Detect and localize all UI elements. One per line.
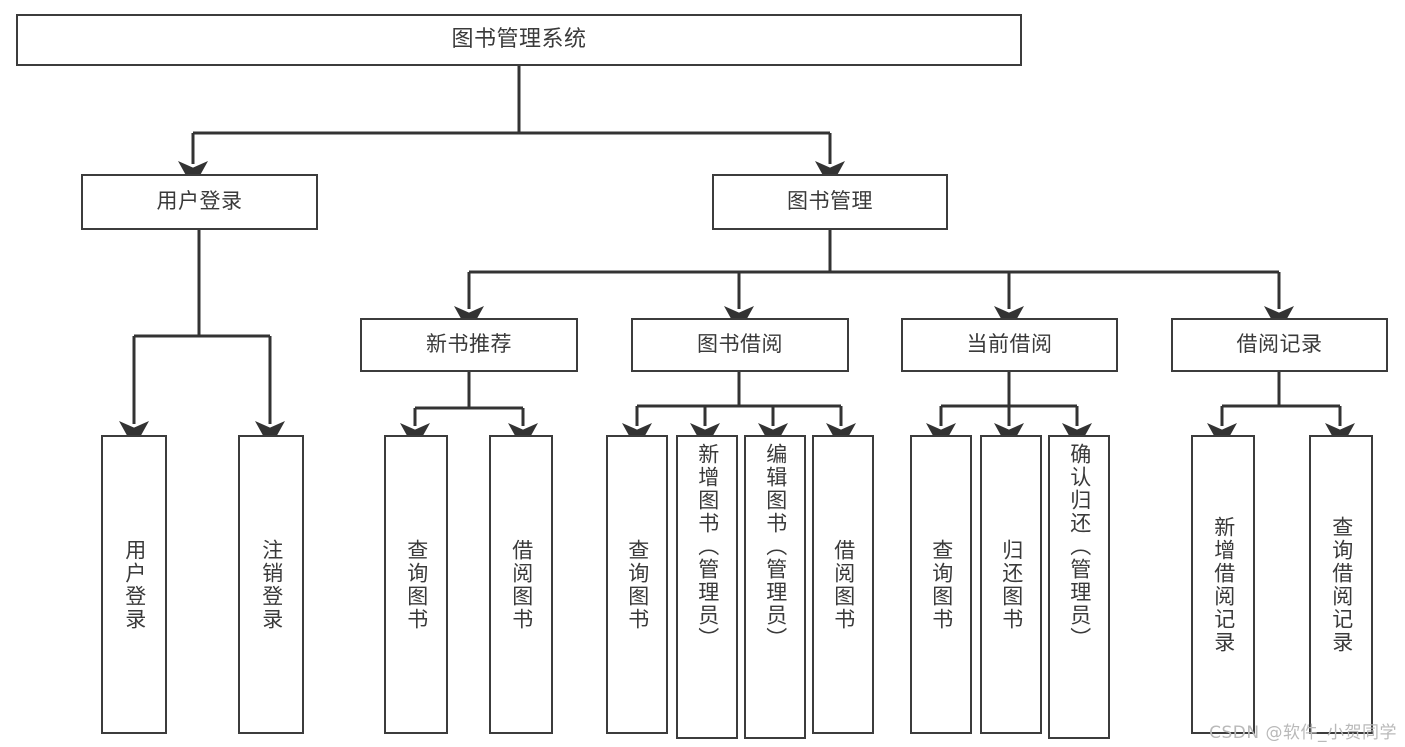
node-label: 图书管理系统 (451, 26, 587, 52)
node-label: 图书借阅 (697, 332, 783, 357)
node-label: 查询图书 (929, 538, 954, 631)
node-label: 新增图书（管理员） (695, 443, 720, 650)
node-label: 注销登录 (259, 538, 284, 631)
node-label: 确认归还（管理员） (1067, 443, 1092, 650)
leaf-return-book[interactable]: 归还图书 (980, 435, 1042, 734)
leaf-user-login[interactable]: 用户登录 (101, 435, 167, 734)
node-label: 图书管理 (787, 189, 873, 214)
node-label: 当前借阅 (966, 332, 1053, 357)
leaf-query-book-current[interactable]: 查询图书 (910, 435, 972, 734)
node-book-manage[interactable]: 图书管理 (712, 174, 948, 230)
node-label: 新书推荐 (426, 332, 512, 357)
node-borrow-record[interactable]: 借阅记录 (1171, 318, 1388, 372)
node-current-borrow[interactable]: 当前借阅 (901, 318, 1118, 372)
node-book-borrow[interactable]: 图书借阅 (631, 318, 849, 372)
leaf-logout[interactable]: 注销登录 (238, 435, 304, 734)
leaf-add-borrow-record[interactable]: 新增借阅记录 (1191, 435, 1255, 734)
node-label: 用户登录 (156, 189, 243, 214)
leaf-edit-book[interactable]: 编辑图书（管理员） (744, 435, 806, 739)
node-label: 编辑图书（管理员） (763, 443, 788, 650)
leaf-confirm-return[interactable]: 确认归还（管理员） (1048, 435, 1110, 739)
watermark-text: CSDN @软件_小贺同学 (1209, 723, 1397, 743)
node-label: 借阅记录 (1236, 332, 1323, 357)
leaf-borrow-book[interactable]: 借阅图书 (812, 435, 874, 734)
node-new-book-recommend[interactable]: 新书推荐 (360, 318, 578, 372)
leaf-borrow-book-recommend[interactable]: 借阅图书 (489, 435, 553, 734)
node-root-system[interactable]: 图书管理系统 (16, 14, 1022, 66)
node-label: 借阅图书 (831, 538, 856, 631)
node-label: 查询图书 (404, 538, 429, 631)
leaf-add-book[interactable]: 新增图书（管理员） (676, 435, 738, 739)
node-label: 借阅图书 (509, 538, 534, 631)
node-label: 查询图书 (625, 538, 650, 631)
node-label: 新增借阅记录 (1211, 515, 1236, 654)
leaf-query-book-recommend[interactable]: 查询图书 (384, 435, 448, 734)
leaf-query-borrow-record[interactable]: 查询借阅记录 (1309, 435, 1373, 734)
node-label: 用户登录 (122, 538, 147, 631)
node-user-login[interactable]: 用户登录 (81, 174, 318, 230)
node-label: 查询借阅记录 (1329, 515, 1354, 654)
leaf-query-book-borrow[interactable]: 查询图书 (606, 435, 668, 734)
node-label: 归还图书 (999, 538, 1024, 631)
